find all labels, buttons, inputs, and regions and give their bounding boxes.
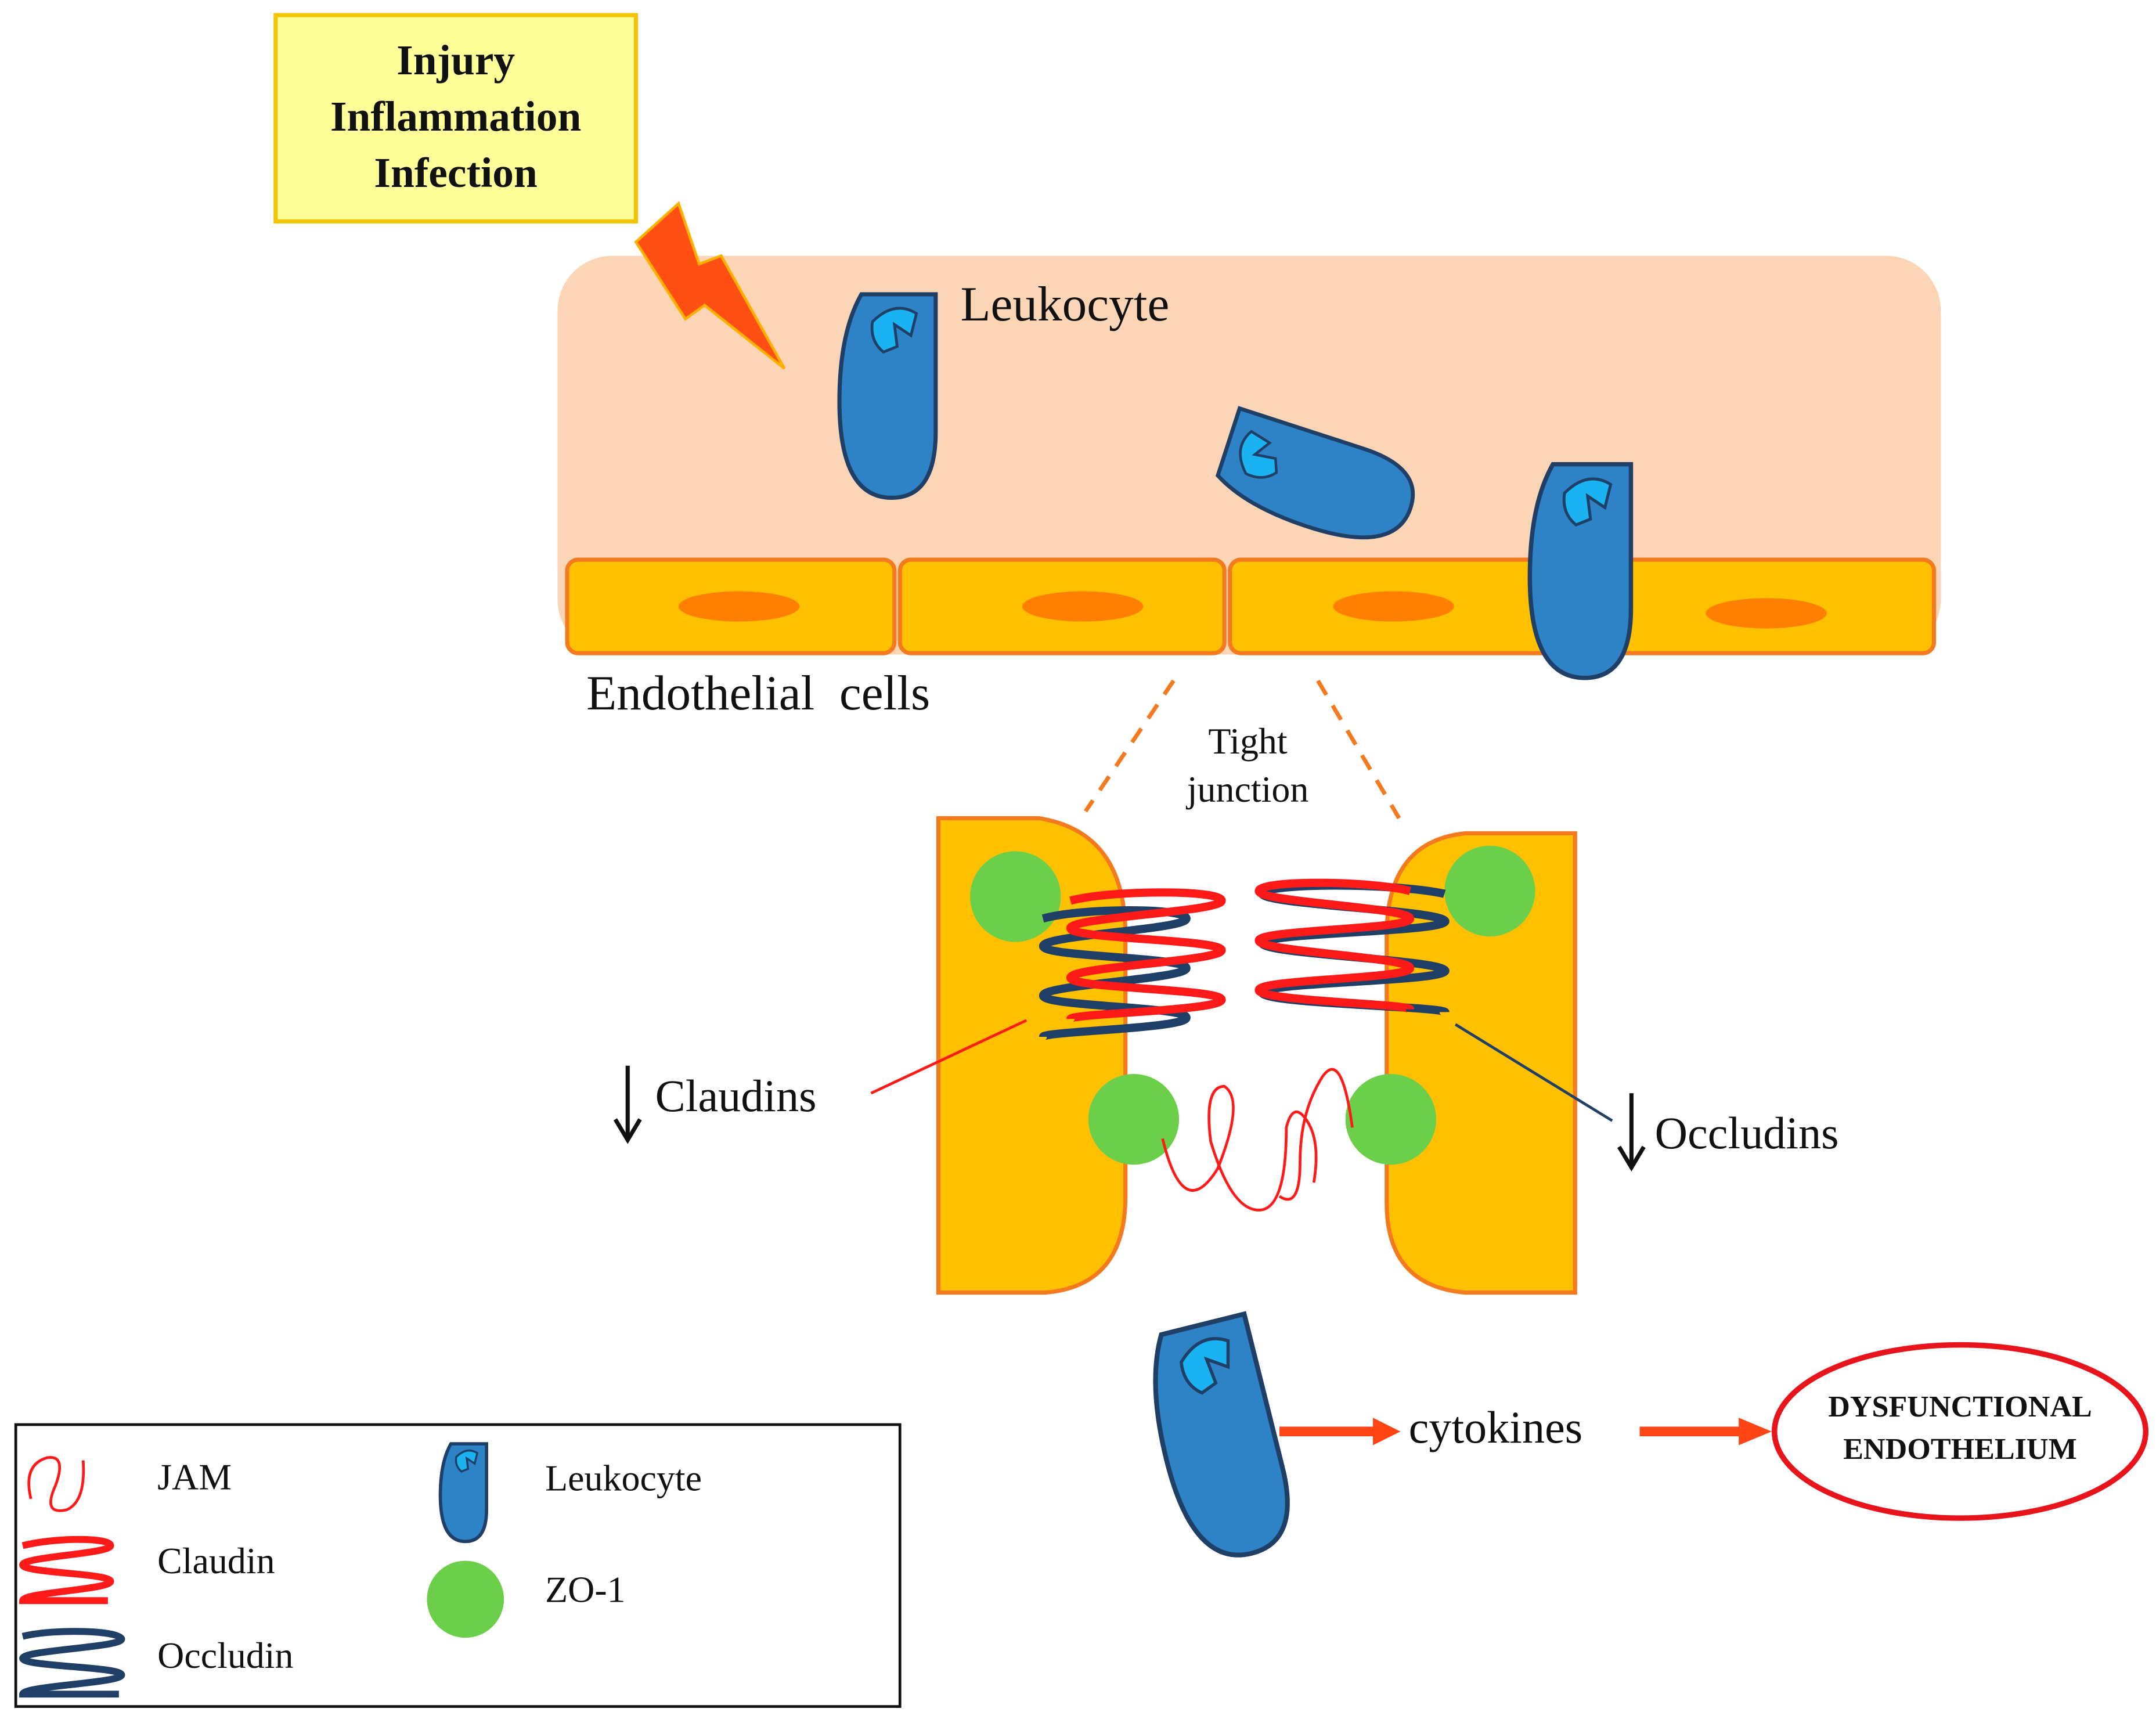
zo1-protein	[1444, 845, 1535, 937]
junction-cell-right	[1385, 831, 1577, 1295]
claudins-label: Claudins	[655, 1070, 817, 1121]
leukocyte-1	[839, 294, 936, 498]
occludins-down-arrowhead	[1617, 1145, 1646, 1172]
trigger-injury: Injury	[396, 37, 515, 84]
trigger-box: Injury Inflammation Infection	[273, 13, 639, 224]
jam-icon	[27, 1456, 85, 1512]
occludins-label: Occludins	[1655, 1108, 1839, 1158]
legend-label: ZO-1	[545, 1569, 626, 1610]
cytokines-label: cytokines	[1409, 1402, 1583, 1452]
legend-label: Occludin	[157, 1635, 293, 1676]
trigger-inflammation: Inflammation	[330, 93, 581, 140]
cell-nucleus	[1333, 591, 1454, 622]
tight-junction-label-2: junction	[1186, 769, 1309, 810]
zoom-line-right	[1316, 679, 1401, 820]
endothelial-layer	[565, 557, 1937, 655]
lightning-icon	[634, 201, 786, 370]
claudins-down-arrowhead	[613, 1118, 642, 1144]
leukocyte-label: Leukocyte	[960, 277, 1169, 331]
legend-label: JAM	[157, 1456, 232, 1497]
cell-nucleus	[678, 591, 800, 622]
legend: JAM Claudin Occludin Leukocyte ZO-1	[14, 1423, 902, 1708]
outcome-line-1: DYSFUNCTIONAL	[1828, 1390, 2092, 1423]
cell-nucleus	[1706, 598, 1827, 629]
claudins-pointer	[870, 1019, 1027, 1095]
legend-label: Leukocyte	[545, 1458, 702, 1499]
occludin-icon	[19, 1628, 125, 1698]
zo1-protein	[1345, 1073, 1437, 1165]
arrow-to-outcome-head	[1739, 1418, 1772, 1446]
cell-nucleus	[1022, 591, 1144, 622]
outcome-ellipse	[1772, 1342, 2149, 1521]
leukocyte-migrated	[1137, 1314, 1301, 1567]
zo1-protein	[1088, 1073, 1180, 1165]
jam-strand	[1278, 1068, 1354, 1201]
leukocyte-icon	[441, 1444, 487, 1541]
leukocyte-transmigrating	[1530, 464, 1631, 678]
claudin-icon	[19, 1535, 114, 1605]
legend-label: Claudin	[157, 1540, 275, 1581]
outcome-line-2: ENDOTHELIUM	[1843, 1433, 2076, 1466]
zo1-protein	[970, 851, 1061, 942]
endothelial-cells-label: Endothelial cells	[586, 666, 930, 720]
tight-junction-label-1: Tight	[1208, 720, 1288, 762]
arrow-to-cytokines-head	[1373, 1418, 1401, 1446]
trigger-infection: Infection	[374, 149, 537, 196]
zoom-line-left	[1084, 679, 1176, 813]
trigger-box-frame	[273, 13, 639, 224]
jam-strand	[1161, 1084, 1318, 1212]
zo1-icon	[427, 1560, 504, 1638]
occludins-pointer	[1454, 1023, 1613, 1122]
